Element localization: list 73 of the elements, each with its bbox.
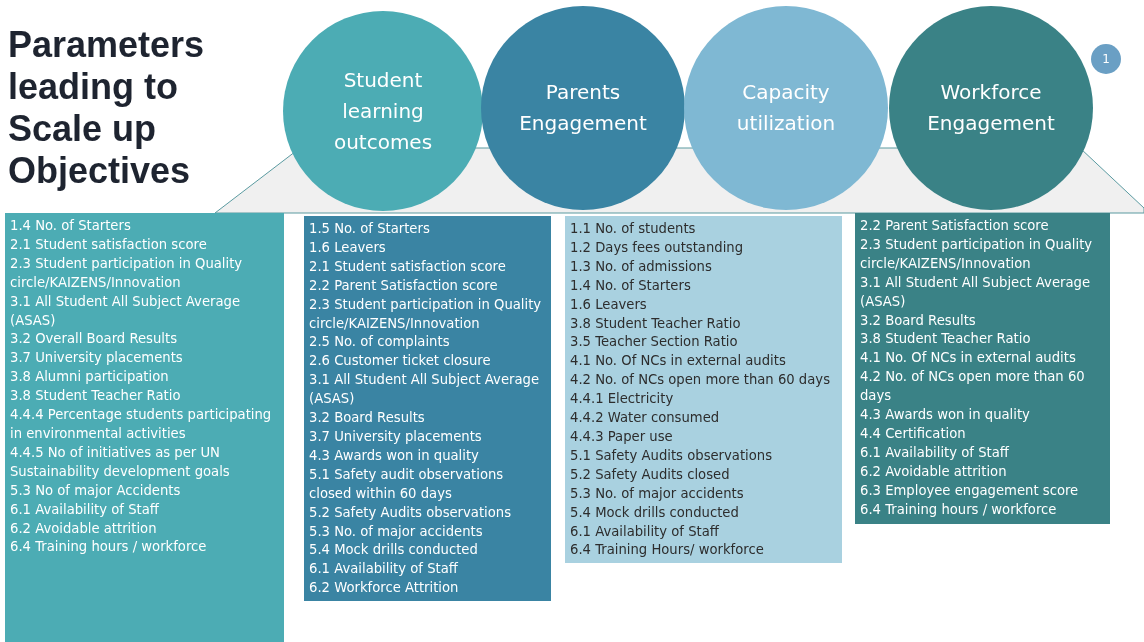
number-badge <box>1091 44 1121 74</box>
parameter-item: 1.3 No. of admissions <box>570 257 713 276</box>
parameter-item: 2.2 Parent Satisfaction score <box>309 276 499 295</box>
parameter-item: 5.1 Safety Audits observations <box>570 446 774 465</box>
parameter-item: 4.4.1 Electricity <box>570 390 675 409</box>
parameter-item: 4.4.3 Paper use <box>570 427 674 446</box>
parameter-list-panel <box>565 216 842 563</box>
parameter-item: 1.4 No. of Starters <box>10 217 132 235</box>
parameter-item: 1.5 No. of Starters <box>309 220 431 238</box>
parameter-item: 1.6 Leavers <box>570 295 648 314</box>
parameter-item: 6.4 Training hours / workforce <box>860 500 1058 519</box>
parameter-item: 3.1 All Student All Subject Average (ASAS) <box>860 273 1091 311</box>
parameter-item: 6.2 Workforce Attrition <box>309 579 460 598</box>
parameter-item: 2.1 Student satisfaction score <box>10 235 208 254</box>
parameter-item: 3.5 Teacher Section Ratio <box>570 333 739 352</box>
parameter-item: 4.4.4 Percentage students participating in environmental activities <box>10 406 273 443</box>
parameter-item: 3.8 Alumni participation <box>10 368 170 387</box>
parameter-list-panel <box>5 213 284 642</box>
parameter-item: 5.3 No. of major accidents <box>309 522 484 541</box>
parameter-item: 4.4.2 Water consumed <box>570 409 721 428</box>
parameter-item: 3.8 Student Teacher Ratio <box>570 314 742 333</box>
parameter-item: 4.2 No. of NCs open more than 60 days <box>570 371 831 390</box>
parameter-item: 1.2 Days fees outstanding <box>570 238 745 257</box>
parameter-item: 4.2 No. of NCs open more than 60 days <box>860 368 1086 406</box>
title: Parameters leading to Scale up Objectives <box>8 24 206 192</box>
parameter-item: 4.3 Awards won in quality <box>309 446 480 465</box>
parameter-item: 4.1 No. Of NCs in external audits <box>570 352 787 371</box>
parameter-item: 1.4 No. of Starters <box>570 276 692 295</box>
parameter-item: 1.6 Leavers <box>309 238 387 257</box>
parameter-item: 6.1 Availability of Staff <box>10 500 160 519</box>
parameter-item: 3.7 University placements <box>309 427 483 446</box>
parameter-item: 5.4 Mock drills conducted <box>570 503 740 522</box>
parameter-list-panel <box>304 216 551 601</box>
parameter-item: 3.7 University placements <box>10 349 184 368</box>
parameter-item: 6.2 Avoidable attrition <box>860 462 1008 481</box>
parameter-item: 3.8 Student Teacher Ratio <box>10 387 182 406</box>
parameter-item: 6.4 Training Hours/ workforce <box>570 541 765 560</box>
parameter-item: 3.1 All Student All Subject Average (ASAS) <box>309 371 540 409</box>
parameter-item: 5.3 No of major Accidents <box>10 481 182 500</box>
parameter-list-panel <box>855 213 1110 524</box>
parameter-item: 6.3 Employee engagement score <box>860 481 1080 500</box>
parameter-item: 6.1 Availability of Staff <box>570 522 720 541</box>
parameter-item: 6.1 Availability of Staff <box>860 443 1010 462</box>
parameter-item: 2.2 Parent Satisfaction score <box>860 217 1050 235</box>
parameter-item: 5.2 Safety Audits closed <box>570 465 731 484</box>
parameter-item: 2.1 Student satisfaction score <box>309 257 507 276</box>
parameter-item: 2.3 Student participation in Quality circle/KAIZENS/Innovation <box>860 235 1094 273</box>
parameter-item: 2.3 Student participation in Quality circle/KAIZENS/Innovation <box>309 295 543 333</box>
category-label: Parents Engagement <box>518 79 648 137</box>
category-label: Student learning outcomes <box>332 66 434 156</box>
parameter-item: 4.4 Certification <box>860 424 967 443</box>
parameter-item: 5.4 Mock drills conducted <box>309 541 479 560</box>
parameter-item: 6.1 Availability of Staff <box>309 560 459 579</box>
parameter-item: 2.3 Student participation in Quality circle/KAIZENS/Innovation <box>10 254 244 292</box>
parameter-item: 4.4.5 No of initiatives as per UN Sustainability development goals <box>10 443 231 481</box>
parameter-item: 4.3 Awards won in quality <box>860 406 1031 425</box>
parameter-item: 6.2 Avoidable attrition <box>10 519 158 538</box>
parameter-item: 4.1 No. Of NCs in external audits <box>860 349 1077 368</box>
parameter-item: 6.4 Training hours / workforce <box>10 538 208 557</box>
parameter-item: 5.2 Safety Audits observations <box>309 503 513 522</box>
category-label: Capacity utilization <box>735 79 837 137</box>
parameter-item: 3.2 Overall Board Results <box>10 330 179 349</box>
parameter-item: 2.5 No. of complaints <box>309 333 451 352</box>
parameter-item: 3.8 Student Teacher Ratio <box>860 330 1032 349</box>
parameter-item: 3.2 Board Results <box>860 311 977 330</box>
parameter-item: 5.1 Safety audit observations closed within 60 days <box>309 465 505 503</box>
badge-number: 1 <box>1102 52 1110 66</box>
parameter-item: 3.1 All Student All Subject Average (ASAS) <box>10 292 241 330</box>
parameter-item: 3.2 Board Results <box>309 409 426 428</box>
parameter-item: 1.1 No. of students <box>570 220 697 238</box>
parameter-item: 2.6 Customer ticket closure <box>309 352 492 371</box>
category-label: Workforce Engagement <box>926 79 1056 137</box>
parameter-item: 5.3 No. of major accidents <box>570 484 745 503</box>
